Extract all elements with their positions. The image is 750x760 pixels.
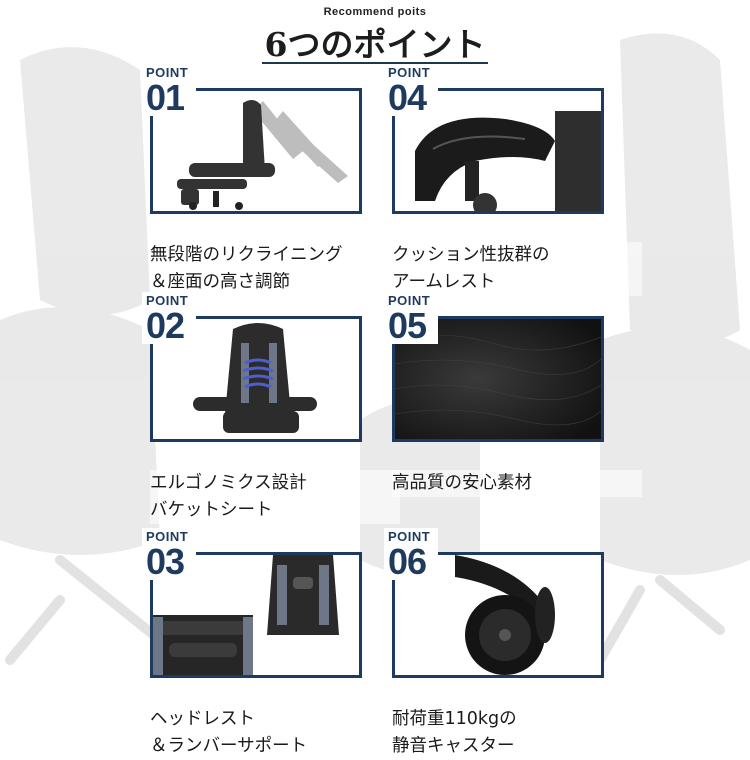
point-06-word: POINT: [388, 529, 431, 544]
point-02-label: POINT 02: [142, 292, 197, 346]
point-01-caption-line-2: ＆座面の高さ調節: [150, 272, 290, 292]
point-01-number: 01: [146, 77, 185, 118]
point-05-word: POINT: [388, 293, 431, 308]
point-04-label: POINT 04: [384, 64, 439, 118]
point-06-label: POINT 06: [384, 528, 439, 582]
point-06-caption-line-2: 静音キャスター: [392, 736, 515, 756]
point-02-caption-line-1: エルゴノミクス設計: [150, 473, 307, 493]
point-02-number: 02: [146, 305, 185, 346]
point-03-label: POINT 03: [142, 528, 197, 582]
point-04-number: 04: [388, 77, 427, 118]
point-03-image-frame: [150, 552, 362, 678]
armrest-image: [415, 111, 601, 211]
point-05-number: 05: [388, 305, 427, 346]
point-02-word: POINT: [146, 293, 189, 308]
point-05-label: POINT 05: [384, 292, 439, 346]
reclining-chair-image: [177, 99, 348, 210]
header-subtitle: Recommend poits: [323, 6, 427, 18]
point-06-caption-line-1: 耐荷重110kgの: [392, 709, 517, 729]
bucket-seat-chair-image: [193, 323, 317, 433]
point-06-number: 06: [388, 541, 427, 582]
point-05-caption-line-1: 高品質の安心素材: [392, 473, 532, 493]
point-05-caption: 高品質の安心素材: [392, 470, 642, 497]
point-03-caption-line-1: ヘッドレスト: [150, 709, 255, 729]
point-01-word: POINT: [146, 65, 189, 80]
caster-wheel-image: [455, 555, 555, 675]
point-01-label: POINT 01: [142, 64, 197, 118]
point-02-caption: エルゴノミクス設計 バケットシート: [150, 470, 400, 524]
headrest-lumbar-image: [153, 555, 339, 675]
point-03-number: 03: [146, 541, 185, 582]
point-03-word: POINT: [146, 529, 189, 544]
page-title: 6つのポイント: [264, 25, 486, 64]
point-02-image-frame: [150, 316, 362, 442]
point-01-image-frame: [150, 88, 362, 214]
point-03-caption-line-2: ＆ランバーサポート: [150, 736, 308, 756]
point-04-caption: クッション性抜群の アームレスト: [392, 242, 642, 296]
title-underline: [262, 62, 488, 64]
point-01-caption-line-1: 無段階のリクライニング: [150, 245, 343, 265]
point-03-caption: ヘッドレスト ＆ランバーサポート: [150, 706, 400, 760]
point-01-caption: 無段階のリクライニング ＆座面の高さ調節: [150, 242, 400, 296]
point-04-caption-line-1: クッション性抜群の: [392, 245, 550, 265]
point-04-word: POINT: [388, 65, 431, 80]
point-06-caption: 耐荷重110kgの 静音キャスター: [392, 706, 642, 760]
point-02-caption-line-2: バケットシート: [150, 500, 273, 520]
header: Recommend poits 6つのポイント: [0, 0, 750, 70]
point-04-caption-line-2: アームレスト: [392, 272, 496, 292]
